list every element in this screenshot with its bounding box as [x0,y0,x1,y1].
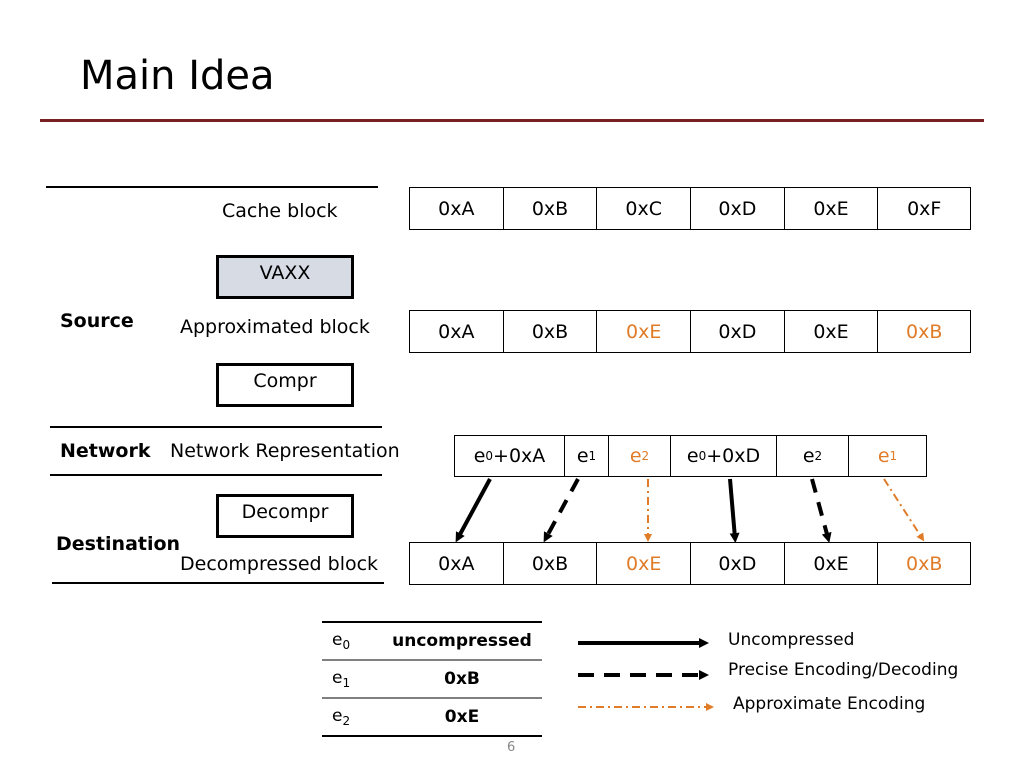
cache-cell: 0xD [691,188,785,229]
cache-cell: 0xA [410,188,504,229]
approx-cell: 0xB [906,320,943,343]
approximated-block-label: Approximated block [180,316,370,338]
title-divider [40,119,984,122]
page-title: Main Idea [80,53,275,99]
page-number: 6 [507,740,516,755]
decompressed-block-row: 0xA 0xB 0xE 0xD 0xE 0xB [409,542,971,585]
cache-cell: 0xC [597,188,692,229]
cache-cell: 0xB [504,188,598,229]
arrow-uncompressed-1 [455,478,492,543]
approximated-block-row: 0xA 0xB 0xE 0xD 0xE 0xB [409,310,971,353]
approx-cell: 0xB [504,311,598,352]
cache-cell: 0xE [785,188,879,229]
arrow-approx-2 [883,478,925,542]
encoding-legend-table: e0 uncompressed e1 0xB e2 0xE [322,622,542,736]
cache-cell: 0xF [907,197,942,220]
source-top-rule [46,186,378,188]
section-network: Network [60,440,151,462]
legend-approximate-label: Approximate Encoding [733,694,926,714]
network-representation-label: Network Representation [170,440,400,462]
cache-block-label: Cache block [222,200,338,222]
legend-table-row: e1 0xB [332,668,480,690]
decompressed-cell: 0xA [410,543,504,584]
arrow-precise-2 [810,478,832,543]
approx-cell: 0xE [785,311,879,352]
approx-cell: 0xD [691,311,785,352]
decompressed-cell: 0xE [785,543,879,584]
network-destination-rule [50,474,382,476]
destination-bottom-rule [52,582,384,584]
decompr-box: Decompr [216,494,354,538]
arrow-uncompressed-2 [728,478,740,543]
section-source: Source [60,310,134,332]
decompressed-cell: 0xD [691,543,785,584]
decompressed-cell: 0xB [906,552,943,575]
compr-box: Compr [216,363,354,407]
approx-cell: 0xA [410,311,504,352]
legend-table-row: e2 0xE [332,706,480,728]
approx-cell: 0xE [597,311,692,352]
cache-block-row: 0xA 0xB 0xC 0xD 0xE 0xF [409,187,971,230]
vaxx-box: VAXX [216,255,354,299]
section-destination: Destination [56,533,181,555]
legend-uncompressed-label: Uncompressed [728,630,855,650]
legend-precise-label: Precise Encoding/Decoding [728,660,959,680]
decompressed-block-label: Decompressed block [180,553,379,575]
source-network-rule [50,426,382,428]
legend-table-row: e0 uncompressed [332,630,532,652]
decompressed-cell: 0xE [597,543,692,584]
arrow-precise-1 [543,478,580,543]
decompressed-cell: 0xB [504,543,598,584]
